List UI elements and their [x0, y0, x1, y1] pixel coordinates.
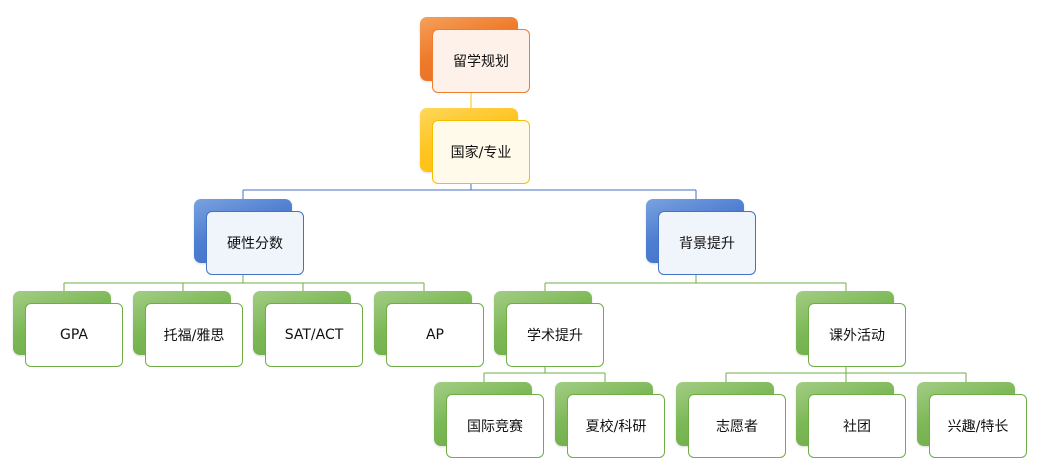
node-extracurricular-box: 课外活动	[808, 303, 906, 367]
node-summer-research-label: 夏校/科研	[585, 419, 647, 435]
node-root-box: 留学规划	[432, 29, 530, 93]
node-academic-label: 学术提升	[527, 328, 583, 344]
connector-background-children	[544, 273, 847, 291]
node-country-major-box: 国家/专业	[432, 120, 530, 184]
node-clubs-label: 社团	[843, 419, 871, 435]
node-background-box: 背景提升	[658, 211, 756, 275]
node-sat-act-box: SAT/ACT	[265, 303, 363, 367]
node-academic-box: 学术提升	[506, 303, 604, 367]
connector-extracurricular-children	[725, 364, 967, 382]
node-root-label: 留学规划	[453, 54, 509, 70]
node-sat-act-label: SAT/ACT	[284, 327, 344, 343]
node-hard-scores-box: 硬性分数	[206, 211, 304, 275]
node-background-label: 背景提升	[679, 236, 735, 252]
node-volunteer-label: 志愿者	[716, 419, 758, 435]
node-toefl-ielts-label: 托福/雅思	[163, 328, 225, 344]
node-volunteer-box: 志愿者	[688, 394, 786, 458]
node-ap-label: AP	[425, 327, 445, 343]
node-hobbies-label: 兴趣/特长	[947, 419, 1009, 435]
node-gpa-label: GPA	[60, 327, 88, 343]
node-hard-scores-label: 硬性分数	[227, 236, 283, 252]
node-competitions-label: 国际竞赛	[467, 419, 523, 435]
node-summer-research-box: 夏校/科研	[567, 394, 665, 458]
node-hobbies-box: 兴趣/特长	[929, 394, 1027, 458]
connector-academic-children	[483, 364, 606, 382]
node-gpa-box: GPA	[25, 303, 123, 367]
connector-hard-scores-children	[63, 273, 425, 291]
node-country-major-label: 国家/专业	[450, 145, 512, 161]
node-extracurricular-label: 课外活动	[829, 328, 885, 344]
node-ap-box: AP	[386, 303, 484, 367]
node-competitions-box: 国际竞赛	[446, 394, 544, 458]
node-clubs-box: 社团	[808, 394, 906, 458]
node-toefl-ielts-box: 托福/雅思	[145, 303, 243, 367]
